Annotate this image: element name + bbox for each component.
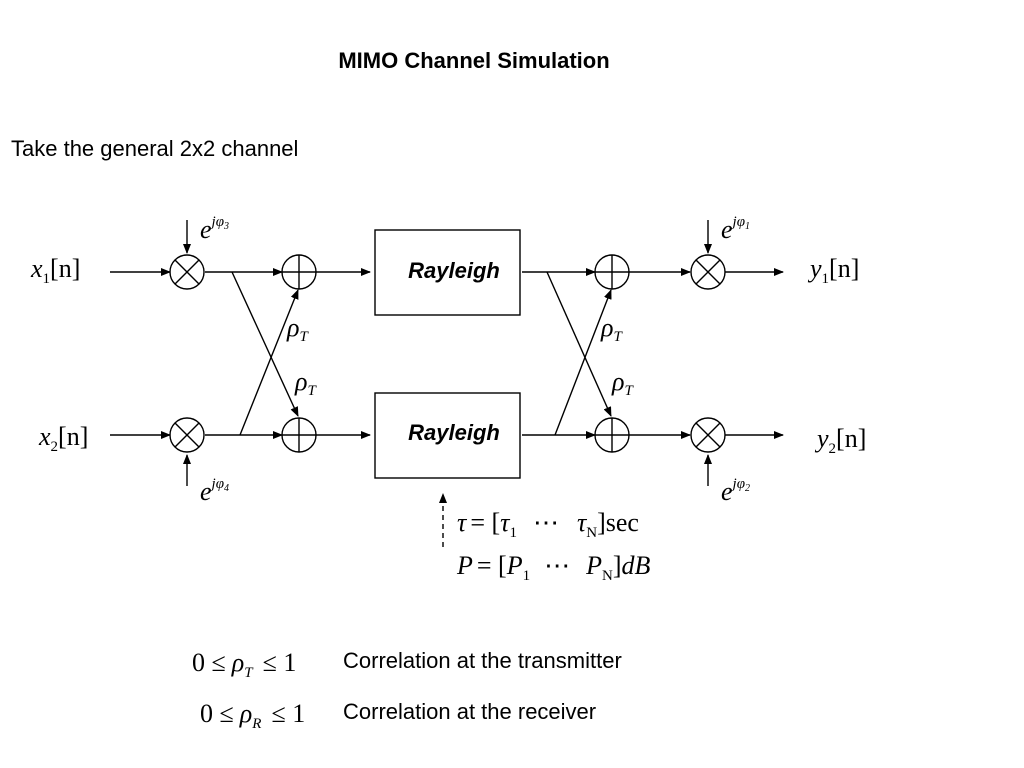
edge-cross-rx-down <box>546 271 612 417</box>
summer-tx-bottom <box>281 417 317 453</box>
multiplier-4 <box>169 417 205 453</box>
tx-correlation-caption: Correlation at the transmitter <box>343 648 622 673</box>
rayleigh-block-top <box>374 229 521 316</box>
edge-cross-rx-up <box>554 289 612 436</box>
input-x1-label: x1[n] <box>30 254 80 287</box>
rho-t-label-rx-upper: ρT <box>600 313 623 345</box>
summer-rx-top <box>594 254 630 290</box>
power-vector-equation: P= [P1⋯PN]dB <box>456 551 651 584</box>
rho-t-label-rx-lower: ρT <box>611 367 634 399</box>
rho-t-label-tx-lower: ρT <box>294 367 317 399</box>
page-title: MIMO Channel Simulation <box>338 48 610 73</box>
output-y1-label: y1[n] <box>807 254 859 287</box>
rho-t-label-tx-upper: ρT <box>286 313 309 345</box>
intro-text: Take the general 2x2 channel <box>11 136 299 161</box>
edge-cross-tx-down <box>231 271 299 417</box>
summer-tx-top <box>281 254 317 290</box>
rx-correlation-caption: Correlation at the receiver <box>343 699 597 724</box>
rayleigh-label-bottom: Rayleigh <box>408 420 500 445</box>
rayleigh-block-bottom <box>374 392 521 479</box>
multiplier-3 <box>169 254 205 290</box>
phase-phi3-label: ejφ3 <box>200 214 229 244</box>
edge-cross-tx-up <box>239 289 299 436</box>
phase-phi4-label: ejφ4 <box>200 476 229 506</box>
phase-phi2-label: ejφ2 <box>721 476 750 506</box>
multiplier-2 <box>690 417 726 453</box>
phase-phi1-label: ejφ1 <box>721 214 750 244</box>
rayleigh-label-top: Rayleigh <box>408 258 500 283</box>
rx-correlation-range: 0 ≤ρR≤ 1 <box>200 699 305 732</box>
output-y2-label: y2[n] <box>814 424 866 457</box>
input-x2-label: x2[n] <box>38 422 88 455</box>
delay-vector-equation: τ= [τ1⋯τN]sec <box>457 508 639 541</box>
multiplier-1 <box>690 254 726 290</box>
tx-correlation-range: 0 ≤ρT≤ 1 <box>192 648 296 681</box>
summer-rx-bottom <box>594 417 630 453</box>
